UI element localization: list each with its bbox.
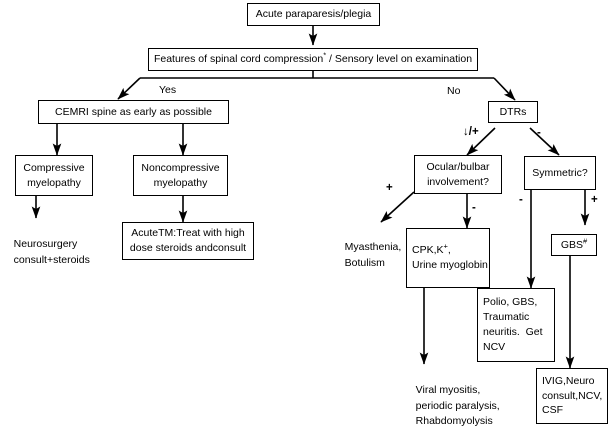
node-line: CEMRI spine as early as possible xyxy=(55,105,212,118)
node-polio-gbs-traumatic-neuritis[interactable]: Polio, GBS, Traumatic neuritis. Get NCV xyxy=(477,288,555,362)
text-line: periodic paralysis, xyxy=(415,399,500,412)
node-dtrs[interactable]: DTRs xyxy=(488,101,538,123)
node-cemri-spine[interactable]: CEMRI spine as early as possible xyxy=(38,100,229,124)
node-line: Symmetric? xyxy=(532,166,588,179)
node-line: Features of spinal cord compression* / S… xyxy=(153,50,473,66)
text-neurosurgery-consult: Neurosurgery consult+steroids xyxy=(2,221,122,284)
node-ocular-bulbar-involvement[interactable]: Ocular/bulbar involvement? xyxy=(414,155,502,194)
node-line: Urine myoglobin xyxy=(412,259,488,271)
node-features-spinal-cord-compression[interactable]: Features of spinal cord compression* / S… xyxy=(148,48,478,71)
edge-label-dtrs-decreased-or-plus: ↓/+ xyxy=(463,126,479,138)
node-line: NCV xyxy=(483,340,506,353)
node-line: myelopathy xyxy=(27,176,81,189)
node-line: Polio, GBS, xyxy=(483,296,538,309)
node-line: CSF xyxy=(542,404,563,417)
node-symmetric[interactable]: Symmetric? xyxy=(524,156,596,190)
text-line: consult+steroids xyxy=(13,253,90,266)
node-line-gbs: GBS# xyxy=(560,236,588,251)
edge-label-symmetric-minus: - xyxy=(519,194,523,206)
node-ivig-neuro-consult[interactable]: IVIG,Neuro consult,NCV, CSF xyxy=(536,368,608,424)
text-line: Myasthenia, xyxy=(344,240,402,253)
node-line-cpk: CPK,K+, xyxy=(412,241,451,257)
node-line: consult,NCV, xyxy=(542,389,603,402)
node-line: neuritis. Get xyxy=(483,326,543,338)
node-line: IVIG,Neuro xyxy=(542,374,595,387)
text-myasthenia-botulism: Myasthenia, Botulism xyxy=(333,224,413,287)
node-line: DTRs xyxy=(499,105,527,118)
edge-label-symmetric-plus: + xyxy=(591,194,598,206)
edge-label-ocular-minus: - xyxy=(472,202,476,214)
node-line: Ocular/bulbar xyxy=(426,160,490,173)
node-line: Compressive xyxy=(23,161,85,174)
node-noncompressive-myelopathy[interactable]: Noncompressive myelopathy xyxy=(133,155,228,196)
edge-label-yes: Yes xyxy=(159,84,177,96)
text-line: Viral myositis, xyxy=(415,383,481,396)
node-cpk-urine-myoglobin[interactable]: CPK,K+, Urine myoglobin xyxy=(406,228,490,288)
text-viral-myositis: Viral myositis, periodic paralysis, Rhab… xyxy=(404,367,529,427)
node-acute-paraparesis[interactable]: Acute paraparesis/plegia xyxy=(247,3,380,26)
node-line: Acute paraparesis/plegia xyxy=(255,8,372,21)
node-line: myelopathy xyxy=(153,176,208,189)
node-line: AcuteTM:Treat with high xyxy=(131,227,245,240)
node-acute-tm-treatment[interactable]: AcuteTM:Treat with high dose steroids an… xyxy=(122,222,254,260)
edge-label-ocular-plus: + xyxy=(386,182,393,194)
node-line: Traumatic xyxy=(483,311,530,324)
text-line: Botulism xyxy=(344,256,385,269)
node-line: dose steroids andconsult xyxy=(129,242,247,254)
text-line: Rhabdomyolysis xyxy=(415,415,493,427)
edge-label-dtrs-minus: - xyxy=(537,127,541,139)
text-line: Neurosurgery xyxy=(13,237,78,250)
node-compressive-myelopathy[interactable]: Compressive myelopathy xyxy=(15,155,93,196)
node-line: involvement? xyxy=(427,175,489,188)
edge-label-no: No xyxy=(447,85,461,97)
node-gbs[interactable]: GBS# xyxy=(551,234,597,256)
node-line: Noncompressive xyxy=(141,161,220,174)
